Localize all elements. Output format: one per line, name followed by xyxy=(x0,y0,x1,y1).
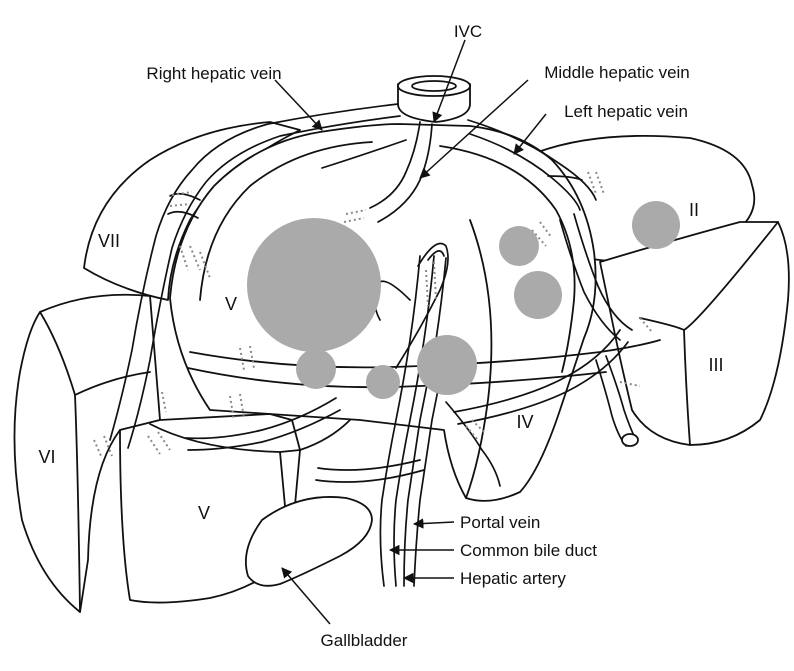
label-portal-vein: Portal vein xyxy=(460,513,540,532)
label-gallbladder: Gallbladder xyxy=(321,631,408,650)
segment-label-v-upper: V xyxy=(225,294,237,314)
label-hepatic-artery: Hepatic artery xyxy=(460,569,566,588)
left-hepatic-vein[interactable] xyxy=(467,119,597,211)
label-middle-hepatic-vein: Middle hepatic vein xyxy=(544,63,690,82)
segment-label-vi: VI xyxy=(38,447,55,467)
segment-label-iii: III xyxy=(708,355,723,375)
tumor-seg-iv-lower xyxy=(514,271,562,319)
tumor-seg-iv-upper xyxy=(499,226,539,266)
tumor-large xyxy=(247,218,381,352)
label-common-bile-duct: Common bile duct xyxy=(460,541,597,560)
right-hepatic-vein[interactable] xyxy=(109,103,401,449)
portal-triad-branches[interactable] xyxy=(185,213,639,587)
vessel-labels: IVC Right hepatic vein Middle hepatic ve… xyxy=(146,22,689,650)
segment-iii-lobe xyxy=(599,221,790,446)
tumor-seg-ii xyxy=(632,201,680,249)
segment-vi-lobe xyxy=(13,293,161,613)
gallbladder xyxy=(244,496,373,587)
label-right-hepatic-vein: Right hepatic vein xyxy=(146,64,281,83)
segment-labels: II III IV V V VI VII xyxy=(38,200,723,523)
tumor-lesions xyxy=(247,201,680,399)
middle-hepatic-vein[interactable] xyxy=(321,121,433,223)
segment-label-vii: VII xyxy=(98,231,120,251)
tumor-mid xyxy=(417,335,477,395)
label-pointers xyxy=(274,39,547,625)
label-left-hepatic-vein: Left hepatic vein xyxy=(564,102,688,121)
label-ivc: IVC xyxy=(454,22,482,41)
segment-label-ii: II xyxy=(689,200,699,220)
segment-label-v-lower: V xyxy=(198,503,210,523)
ivc-vessel[interactable] xyxy=(397,75,471,123)
cut-edges xyxy=(93,171,653,459)
segment-label-iv: IV xyxy=(516,412,533,432)
tumor-small-hilum xyxy=(366,365,400,399)
tumor-small-v xyxy=(296,349,336,389)
